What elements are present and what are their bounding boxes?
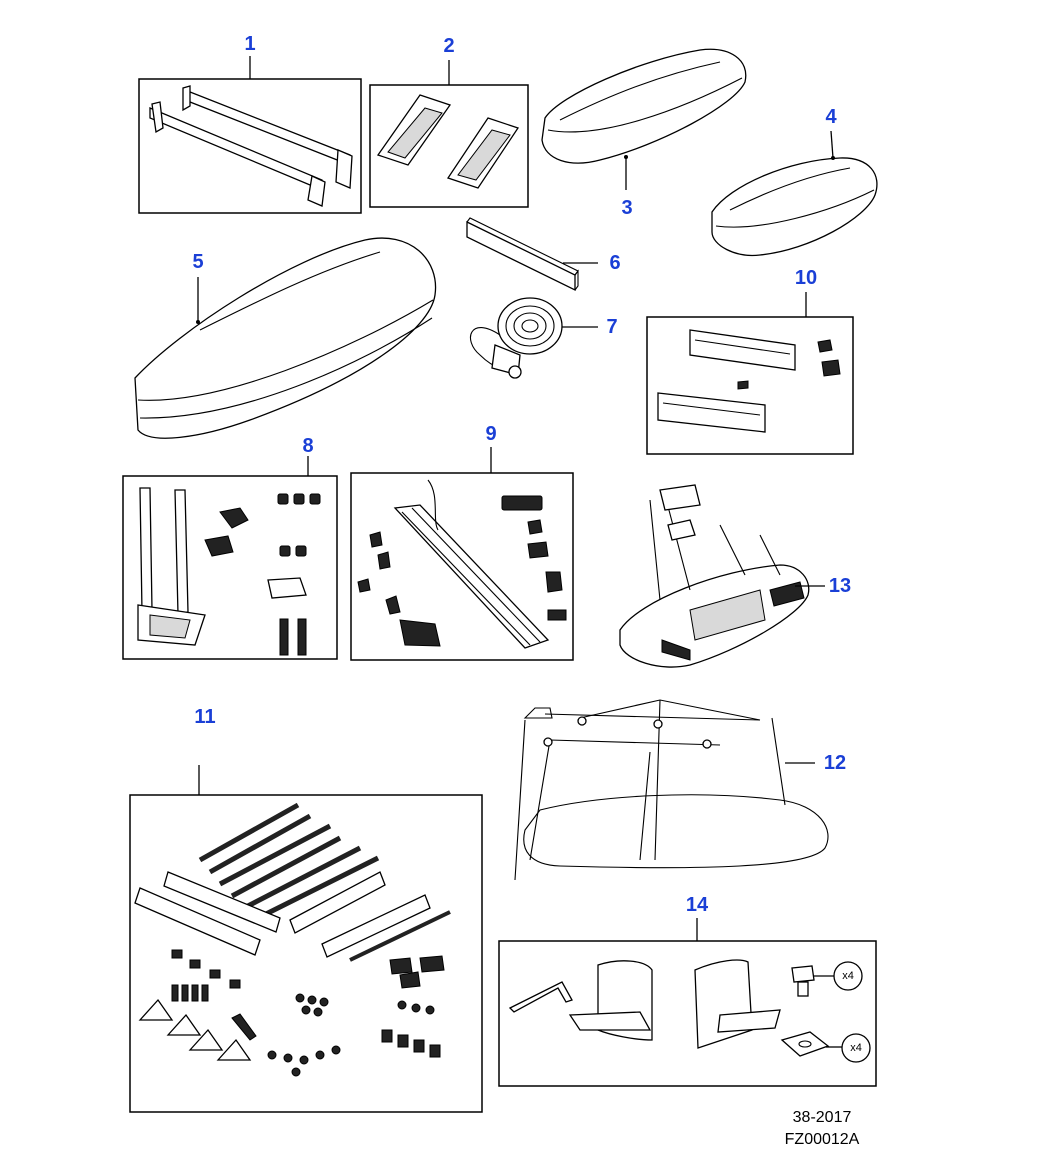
part-8-bike-holder [122, 456, 338, 660]
part-11-load-bars-kit [129, 765, 483, 1113]
callout-4: 4 [825, 106, 837, 128]
callout-14: 14 [685, 894, 709, 916]
qty-badge-nut-label: x4 [850, 1042, 862, 1054]
part-13-bike-carrier [619, 484, 825, 668]
part-7-strap [470, 297, 598, 379]
callout-7: 7 [606, 316, 618, 338]
callout-5: 5 [192, 251, 204, 273]
qty-badge-nut [841, 1033, 871, 1063]
part-14-frame [498, 940, 877, 1087]
part-11-frame [129, 794, 483, 1113]
callout-9: 9 [485, 423, 497, 445]
diagram-ref-number: 38-2017 [792, 1109, 852, 1126]
qty-badge-bolt-label: x4 [842, 970, 854, 982]
part-2-pads [369, 60, 529, 208]
callout-10: 10 [794, 267, 818, 289]
qty-badge-bolt [833, 961, 863, 991]
diagram-code: FZ00012A [784, 1131, 860, 1148]
callout-2: 2 [443, 35, 455, 57]
callout-6: 6 [609, 252, 621, 274]
part-3-roof-box [541, 48, 747, 190]
part-4-small-box [711, 130, 878, 257]
callout-12: 12 [823, 752, 847, 774]
callout-13: 13 [828, 575, 852, 597]
callout-1: 1 [244, 33, 256, 55]
part-14-fitting-kit [498, 918, 877, 1087]
part-12-lift-system [514, 699, 829, 881]
part-5-large-box [134, 237, 437, 439]
part-6-rail [466, 217, 598, 292]
part-1-roof-bars [138, 56, 362, 214]
callout-3: 3 [621, 197, 633, 219]
part-8-frame [122, 475, 338, 660]
callout-11: 11 [194, 706, 216, 728]
part-10-frame [646, 316, 854, 455]
callout-8: 8 [302, 435, 314, 457]
part-10-ski-carrier [646, 292, 854, 455]
part-9-bike-rail [350, 447, 574, 661]
part-9-frame [350, 472, 574, 661]
